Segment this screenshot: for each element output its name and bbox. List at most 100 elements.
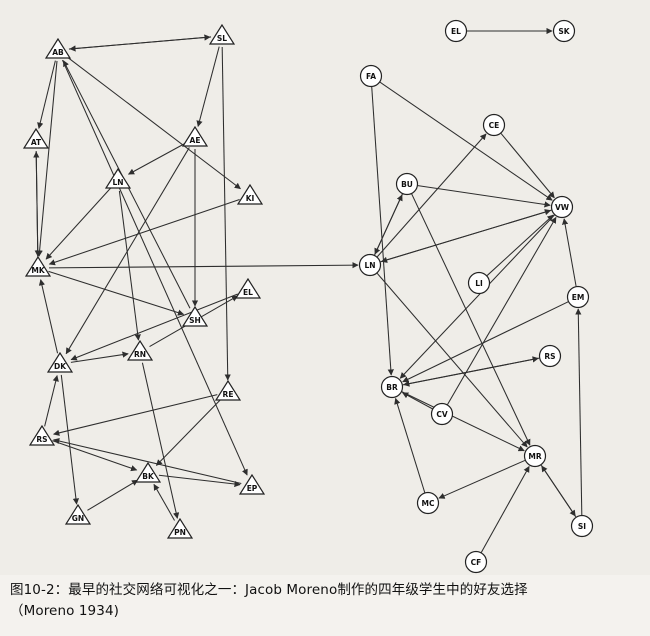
circle-node-shape <box>550 195 574 219</box>
triangle-node-shape <box>166 517 194 539</box>
node-label: LN <box>112 178 123 187</box>
node-label: MC <box>422 499 435 508</box>
edge-ae-to-dk <box>65 147 190 355</box>
node-label: SI <box>578 522 586 531</box>
circle-node-shape <box>395 172 419 196</box>
node-label: RS <box>544 352 555 361</box>
node-dk: DK <box>46 351 74 373</box>
edge-re-to-rs <box>53 394 218 436</box>
edge-br-to-mr <box>401 391 525 452</box>
edge-ab-to-ki <box>66 56 241 190</box>
edge-ki-to-mk <box>48 199 240 266</box>
edge-ae-to-ln <box>127 142 186 175</box>
edge-lnc-to-mr <box>376 272 528 448</box>
node-pn: PN <box>166 517 194 539</box>
edge-cf-to-mr <box>480 465 530 553</box>
node-label: SK <box>558 27 570 36</box>
edge-ln-to-mk <box>45 187 111 260</box>
node-label: MK <box>31 266 45 275</box>
triangle-node-shape <box>126 339 154 361</box>
edge-lnc-to-ce <box>376 133 487 258</box>
edge-br-to-rs2 <box>402 356 539 386</box>
node-label: GN <box>72 514 84 523</box>
circle-node-shape <box>444 19 468 43</box>
edge-bu-to-mr <box>411 193 531 446</box>
node-bu: BU <box>395 172 419 196</box>
edge-gn-to-bk <box>87 479 139 511</box>
node-label: AT <box>31 138 42 147</box>
node-si: SI <box>570 514 594 538</box>
node-sh: SH <box>181 305 209 327</box>
node-label: SL <box>217 34 227 43</box>
node-mc: MC <box>416 491 440 515</box>
edge-sl-to-re <box>221 46 231 381</box>
circle-node-shape <box>467 271 491 295</box>
node-label: EL <box>451 27 461 36</box>
edge-fa-to-br <box>371 86 394 376</box>
node-label: AB <box>52 48 64 57</box>
node-sl: SL <box>208 23 236 45</box>
node-label: EP <box>247 484 258 493</box>
node-mr: MR <box>523 444 547 468</box>
node-cv: CV <box>430 402 454 426</box>
edge-sl-to-ae <box>196 46 220 128</box>
node-label: PN <box>174 528 186 537</box>
edge-vw-to-br <box>399 214 555 379</box>
edge-cv-to-vw <box>447 216 557 405</box>
triangle-node-shape <box>181 305 209 327</box>
node-label: FA <box>366 72 376 81</box>
triangle-node-shape <box>46 351 74 373</box>
node-sk: SK <box>552 19 576 43</box>
edge-lnc-to-vw <box>380 209 552 263</box>
node-ki: KI <box>236 183 264 205</box>
triangle-node-shape <box>44 37 72 59</box>
caption-line-1: 图10-2：最早的社交网络可视化之一：Jacob Moreno制作的四年级学生中… <box>10 582 528 598</box>
triangle-node-shape <box>64 503 92 525</box>
node-ep: EP <box>238 473 266 495</box>
node-ab: AB <box>44 37 72 59</box>
circle-node-shape <box>566 285 590 309</box>
node-at: AT <box>22 127 50 149</box>
edge-si-to-em <box>575 308 583 516</box>
edge-li-to-vw <box>486 214 554 276</box>
triangle-node-shape <box>234 277 262 299</box>
triangle-node-shape <box>236 183 264 205</box>
edge-dk-to-gn <box>60 374 80 505</box>
circle-node-shape <box>416 491 440 515</box>
edge-mk-to-sh <box>48 270 185 316</box>
edge-mr-to-mc <box>438 459 526 499</box>
node-label: DK <box>54 362 67 371</box>
circle-node-shape <box>430 402 454 426</box>
node-label: BK <box>142 472 155 481</box>
edge-ep-to-rs <box>53 437 242 485</box>
node-el: EL <box>234 277 262 299</box>
node-label: LI <box>475 279 483 288</box>
edge-re-to-bk <box>155 399 221 466</box>
caption-line-2: （Moreno 1934) <box>10 603 119 619</box>
node-label: BR <box>386 383 398 392</box>
edge-em-to-br <box>402 301 569 383</box>
circle-node-shape <box>482 113 506 137</box>
node-vw: VW <box>550 195 574 219</box>
triangle-node-shape <box>22 127 50 149</box>
triangle-node-shape <box>181 125 209 147</box>
edge-rn-to-pn <box>141 362 180 519</box>
node-rn: RN <box>126 339 154 361</box>
node-label: CE <box>489 121 500 130</box>
node-label: SH <box>189 316 201 325</box>
node-em: EM <box>566 285 590 309</box>
node-rs2: RS <box>538 344 562 368</box>
triangle-node-shape <box>28 424 56 446</box>
edge-fa-to-vw <box>379 81 553 201</box>
edge-bk-to-ep <box>158 474 241 488</box>
node-label: CF <box>471 558 482 567</box>
edge-rs-to-bk <box>52 440 138 472</box>
node-label: EL <box>243 288 253 297</box>
node-label: EM <box>572 293 585 302</box>
edge-el-to-dk <box>70 293 238 361</box>
circle-node-shape <box>552 19 576 43</box>
node-label: AE <box>190 136 201 145</box>
node-mk: MK <box>24 255 52 277</box>
node-ae: AE <box>181 125 209 147</box>
